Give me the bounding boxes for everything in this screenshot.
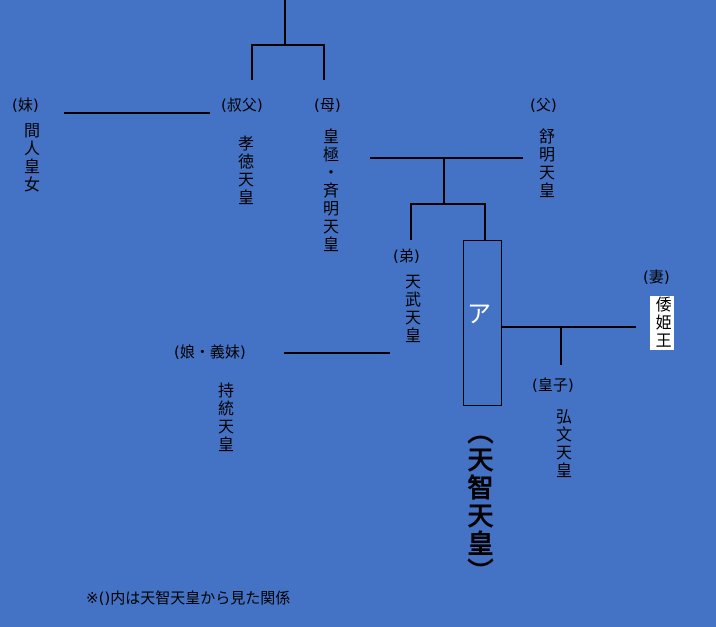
answer-box — [463, 240, 502, 406]
uncle-name: 孝徳天皇 — [235, 135, 254, 207]
brother-relation: (弟) — [393, 247, 420, 265]
wife-name: 倭姫王 — [650, 296, 674, 350]
wife-relation: (妻) — [643, 268, 670, 286]
brother-drop-line — [410, 203, 412, 240]
father-relation: (父) — [530, 96, 557, 114]
son-name: 弘文天皇 — [553, 408, 572, 480]
sister-uncle-line — [64, 112, 210, 114]
center-person-name: （天智天皇） — [463, 418, 493, 586]
siblings-bar-line — [251, 44, 324, 46]
wife-marriage-line — [502, 326, 636, 328]
daughter-name: 持統天皇 — [215, 382, 234, 454]
sister-relation: (妹) — [12, 96, 39, 114]
uncle-drop-line — [251, 44, 253, 80]
box-drop-line — [484, 203, 486, 240]
mother-relation: (母) — [314, 96, 341, 114]
children-bar-line — [410, 203, 485, 205]
father-name: 舒明天皇 — [536, 128, 555, 200]
answer-box-label: ア — [467, 300, 491, 328]
daughter-relation: (娘・義妹) — [174, 343, 246, 361]
brother-name: 天武天皇 — [402, 273, 421, 345]
parents-children-stem-line — [443, 157, 445, 203]
daughter-brother-line — [284, 352, 390, 354]
uncle-relation: (叔父) — [221, 96, 263, 114]
mother-drop-line — [323, 44, 325, 80]
mother-name: 皇極・斉明天皇 — [320, 128, 339, 254]
sister-name: 間人皇女 — [21, 122, 40, 194]
son-drop-line — [560, 326, 562, 365]
top-stem-line — [284, 0, 286, 44]
footnote: ※()内は天智天皇から見た関係 — [86, 589, 291, 607]
parents-marriage-line — [370, 157, 523, 159]
son-relation: (皇子) — [532, 376, 574, 394]
